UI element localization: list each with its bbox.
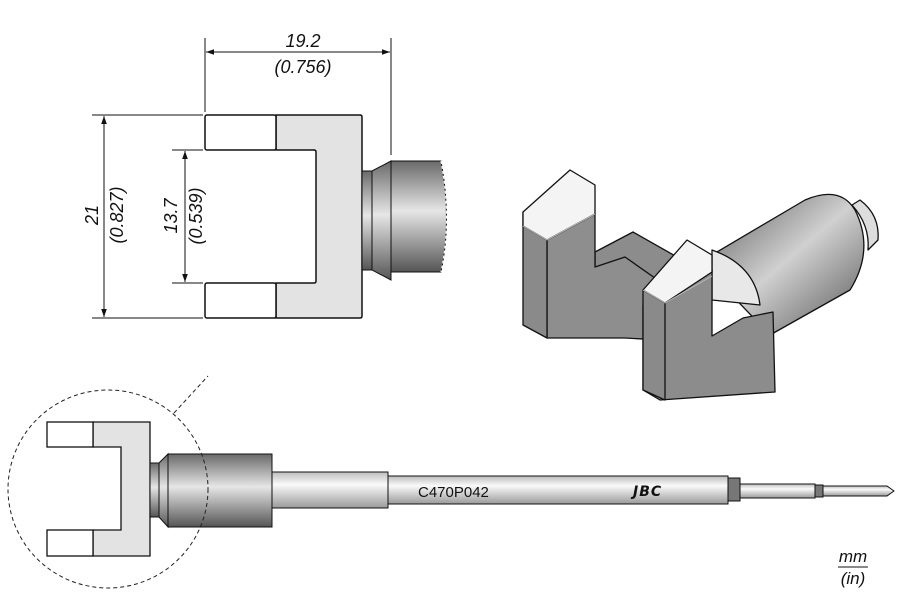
connector-neck (361, 170, 373, 271)
height-mm: 21 (82, 205, 102, 226)
break-line (440, 160, 448, 273)
part-number: C470P042 (418, 484, 489, 501)
bevel-edge (522, 213, 596, 241)
detail-lower-prong (46, 529, 94, 557)
fork-body (275, 114, 363, 319)
detail-fork-body (92, 421, 151, 557)
shaft-band (727, 477, 741, 502)
brand-logo: JBC (630, 484, 662, 500)
right-block-side (642, 289, 666, 401)
tip-band (814, 484, 824, 498)
detail-circle (7, 389, 209, 589)
connector-body (390, 160, 447, 273)
tip (822, 485, 895, 497)
detail-upper-prong (46, 421, 94, 448)
upper-prong (204, 114, 277, 151)
cylinder-cut (711, 249, 761, 306)
width-mm: 19.2 (285, 31, 320, 51)
width-in: (0.756) (274, 57, 331, 77)
handle-body (167, 453, 273, 528)
unit-in: (in) (841, 569, 866, 588)
top-view: 19.2 (0.756) 21 (0.827) 13.7 (0.539) (82, 31, 448, 319)
side-view: C470P042 JBC (7, 375, 895, 589)
unit-mm: mm (839, 547, 867, 566)
lower-prong (204, 282, 277, 319)
detail-leader (173, 375, 209, 414)
shaft-front (271, 471, 389, 509)
height-in: (0.827) (107, 186, 127, 243)
isometric-view (522, 169, 879, 401)
cylinder-end (851, 199, 879, 251)
units-legend: mm (in) (838, 547, 868, 588)
bevel-edge (642, 275, 713, 304)
shaft-thin (739, 483, 816, 499)
gap-mm: 13.7 (161, 198, 181, 234)
gap-in: (0.539) (186, 187, 206, 244)
detail-taper (158, 452, 169, 529)
connector-taper (371, 160, 392, 281)
detail-neck (149, 462, 160, 518)
